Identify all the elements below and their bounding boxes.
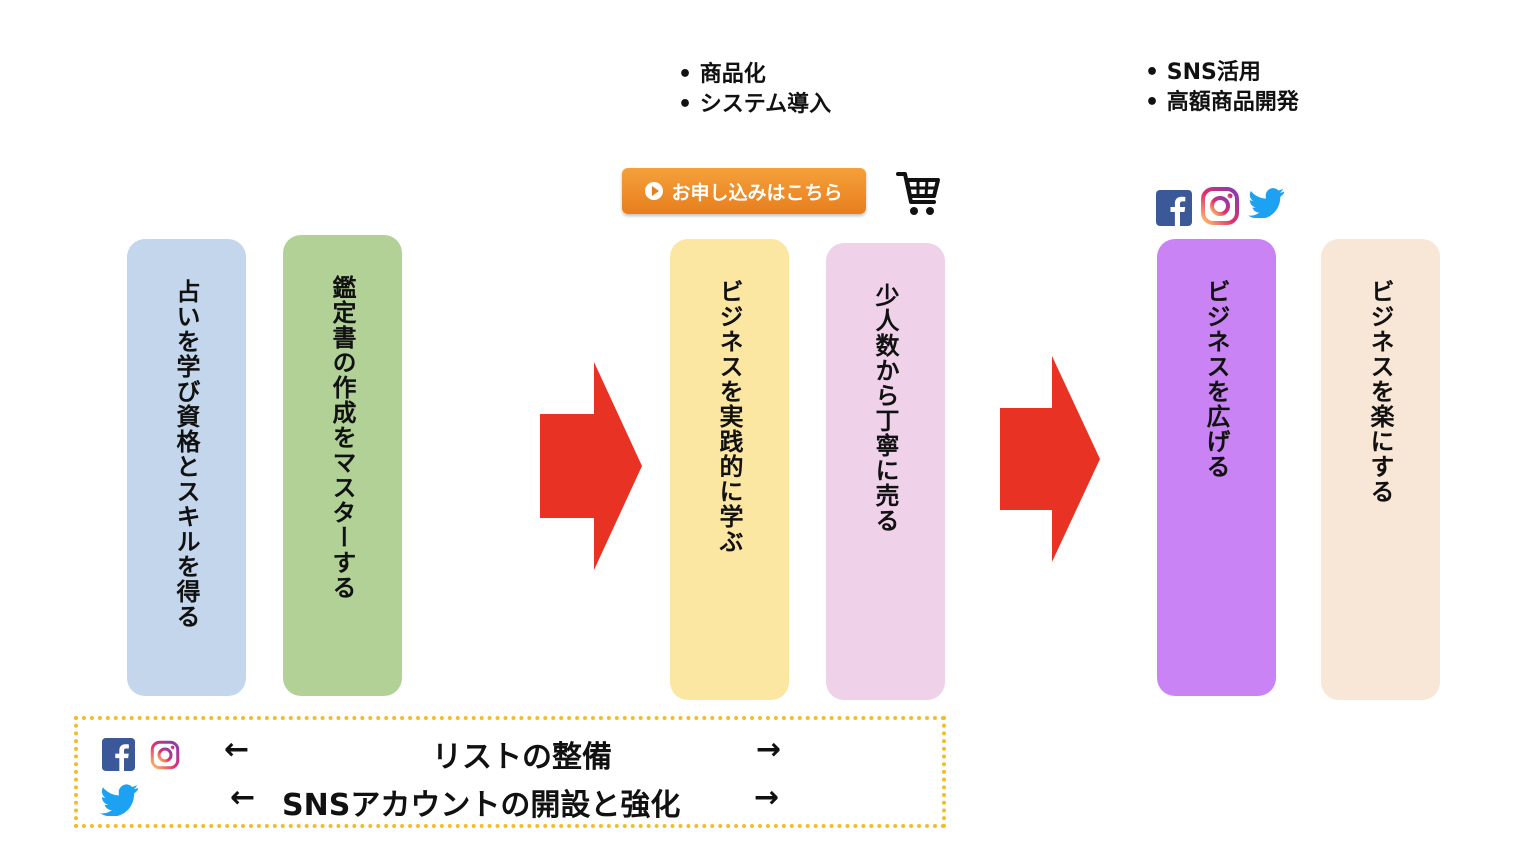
instagram-icon [150,740,180,770]
list-text: リストの整備 [432,740,612,775]
right-arrow-icon [540,362,642,570]
apply-button-label: お申し込みはこちら [671,182,843,204]
card-expand-business: ビジネスを広げる [1157,239,1276,696]
left-arrow: ← [230,780,256,815]
right-arrow: → [754,780,780,815]
card-label: 占いを学び資格とスキルを得る [172,279,200,629]
card-label: 少人数から丁寧に売る [871,283,899,533]
facebook-icon [102,738,135,771]
bullet-item: 高額商品開発 [1145,88,1299,118]
twitter-icon [1248,188,1284,218]
card-small-sales: 少人数から丁寧に売る [826,243,945,700]
instagram-icon [1201,187,1239,225]
bullet-item: システム導入 [678,90,831,120]
facebook-icon [1156,190,1192,226]
card-label: ビジネスを広げる [1202,279,1230,479]
play-icon [645,182,664,200]
card-appraisal: 鑑定書の作成をマスターする [283,235,402,696]
apply-button[interactable]: お申し込みはこちら [622,168,866,214]
right-arrow: → [756,732,782,767]
card-label: ビジネスを実践的に学ぶ [715,279,743,554]
middle-bullets: 商品化 システム導入 [678,60,831,120]
right-arrow-icon [1000,356,1100,562]
card-learn-fortune: 占いを学び資格とスキルを得る [127,239,246,696]
twitter-icon [100,784,138,816]
card-business-practice: ビジネスを実践的に学ぶ [670,239,789,700]
sns-text: SNSアカウントの開設と強化 [282,788,681,823]
card-label: 鑑定書の作成をマスターする [328,275,356,600]
card-ease-business: ビジネスを楽にする [1321,239,1440,700]
bullet-item: SNS活用 [1145,58,1299,88]
left-arrow: ← [224,732,250,767]
right-bullets: SNS活用 高額商品開発 [1145,58,1299,118]
card-label: ビジネスを楽にする [1366,279,1394,504]
cart-icon [896,172,940,215]
bullet-item: 商品化 [678,60,831,90]
sns-list-panel [74,716,946,828]
